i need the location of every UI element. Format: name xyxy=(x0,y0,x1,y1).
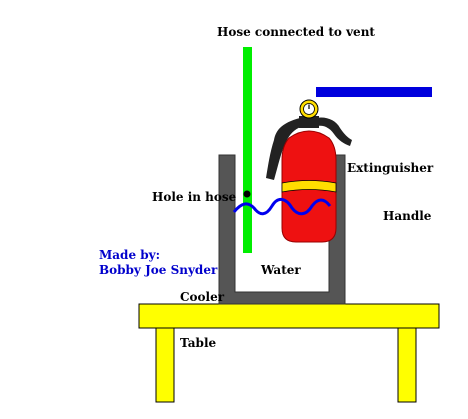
water-label: Water xyxy=(261,263,301,277)
extinguisher-lever xyxy=(316,117,352,146)
extinguisher-valve xyxy=(299,116,319,128)
hose-label: Hose connected to vent xyxy=(217,25,375,39)
table-label: Table xyxy=(180,336,217,350)
credit-line-2: Bobby Joe Snyder xyxy=(99,263,218,277)
handle-label: Handle xyxy=(383,209,432,223)
hose-hole xyxy=(243,190,251,198)
table-top xyxy=(138,303,440,329)
extinguisher-band xyxy=(281,180,337,193)
handle-bar xyxy=(316,87,432,97)
hose xyxy=(243,47,252,253)
cooler-label: Cooler xyxy=(180,290,225,304)
extinguisher-nozzle xyxy=(266,118,304,180)
extinguisher xyxy=(266,99,352,243)
credit-line-1: Made by: xyxy=(99,248,161,262)
water-line xyxy=(232,198,332,216)
hole-label: Hole in hose xyxy=(152,190,237,204)
extinguisher-label: Extinguisher xyxy=(347,161,434,175)
table-leg-left xyxy=(155,327,175,403)
table-leg-right xyxy=(397,327,417,403)
table xyxy=(138,303,440,403)
